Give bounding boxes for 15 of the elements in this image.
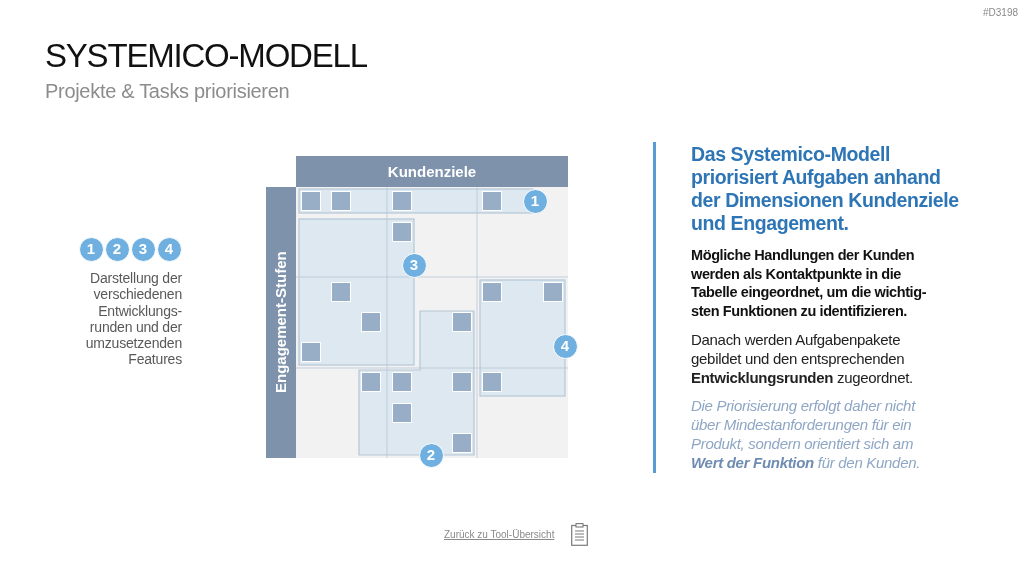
summary-heading: Das Systemico-Modell priorisiert Aufgaben anhand der Dimensionen Kundenziele und Engagement.	[691, 143, 960, 235]
column-header-band: Kundenziele	[296, 156, 568, 187]
number-badge: 1	[78, 236, 104, 262]
bold-paragraph: Mögliche Handlungen der Kunden werden als Kontaktpunkte in die Tabelle eingeordnet, um die wichtig-sten Funktionen zu identifizieren.	[691, 246, 928, 320]
legend-description: Darstellung der verschiedenen Entwicklungs-runden und der umzusetzenden Features	[84, 270, 182, 368]
number-badge: 3	[130, 236, 156, 262]
slide-code: #D3198	[982, 7, 1018, 18]
number-badge: 4	[156, 236, 182, 262]
body-paragraph: Danach werden Aufgabenpakete gebildet und den entsprechenden Entwicklungsrunden zugeordnet.	[691, 330, 914, 387]
italic-paragraph: Die Priorisierung erfolgt daher nicht über Mindestanforderungen für ein Produkt, sondern orientiert sich am Wert der Funktion für den Kunden.	[691, 396, 922, 472]
back-link: Zurück zu Tool-Übersicht	[444, 529, 555, 540]
number-badge: 2	[104, 236, 130, 262]
row-header-band: Engagement-Stufen	[266, 187, 296, 458]
slide-title: SYSTEMICO-MODELL	[45, 36, 367, 76]
slide-subtitle: Projekte & Tasks priorisieren	[45, 80, 290, 103]
